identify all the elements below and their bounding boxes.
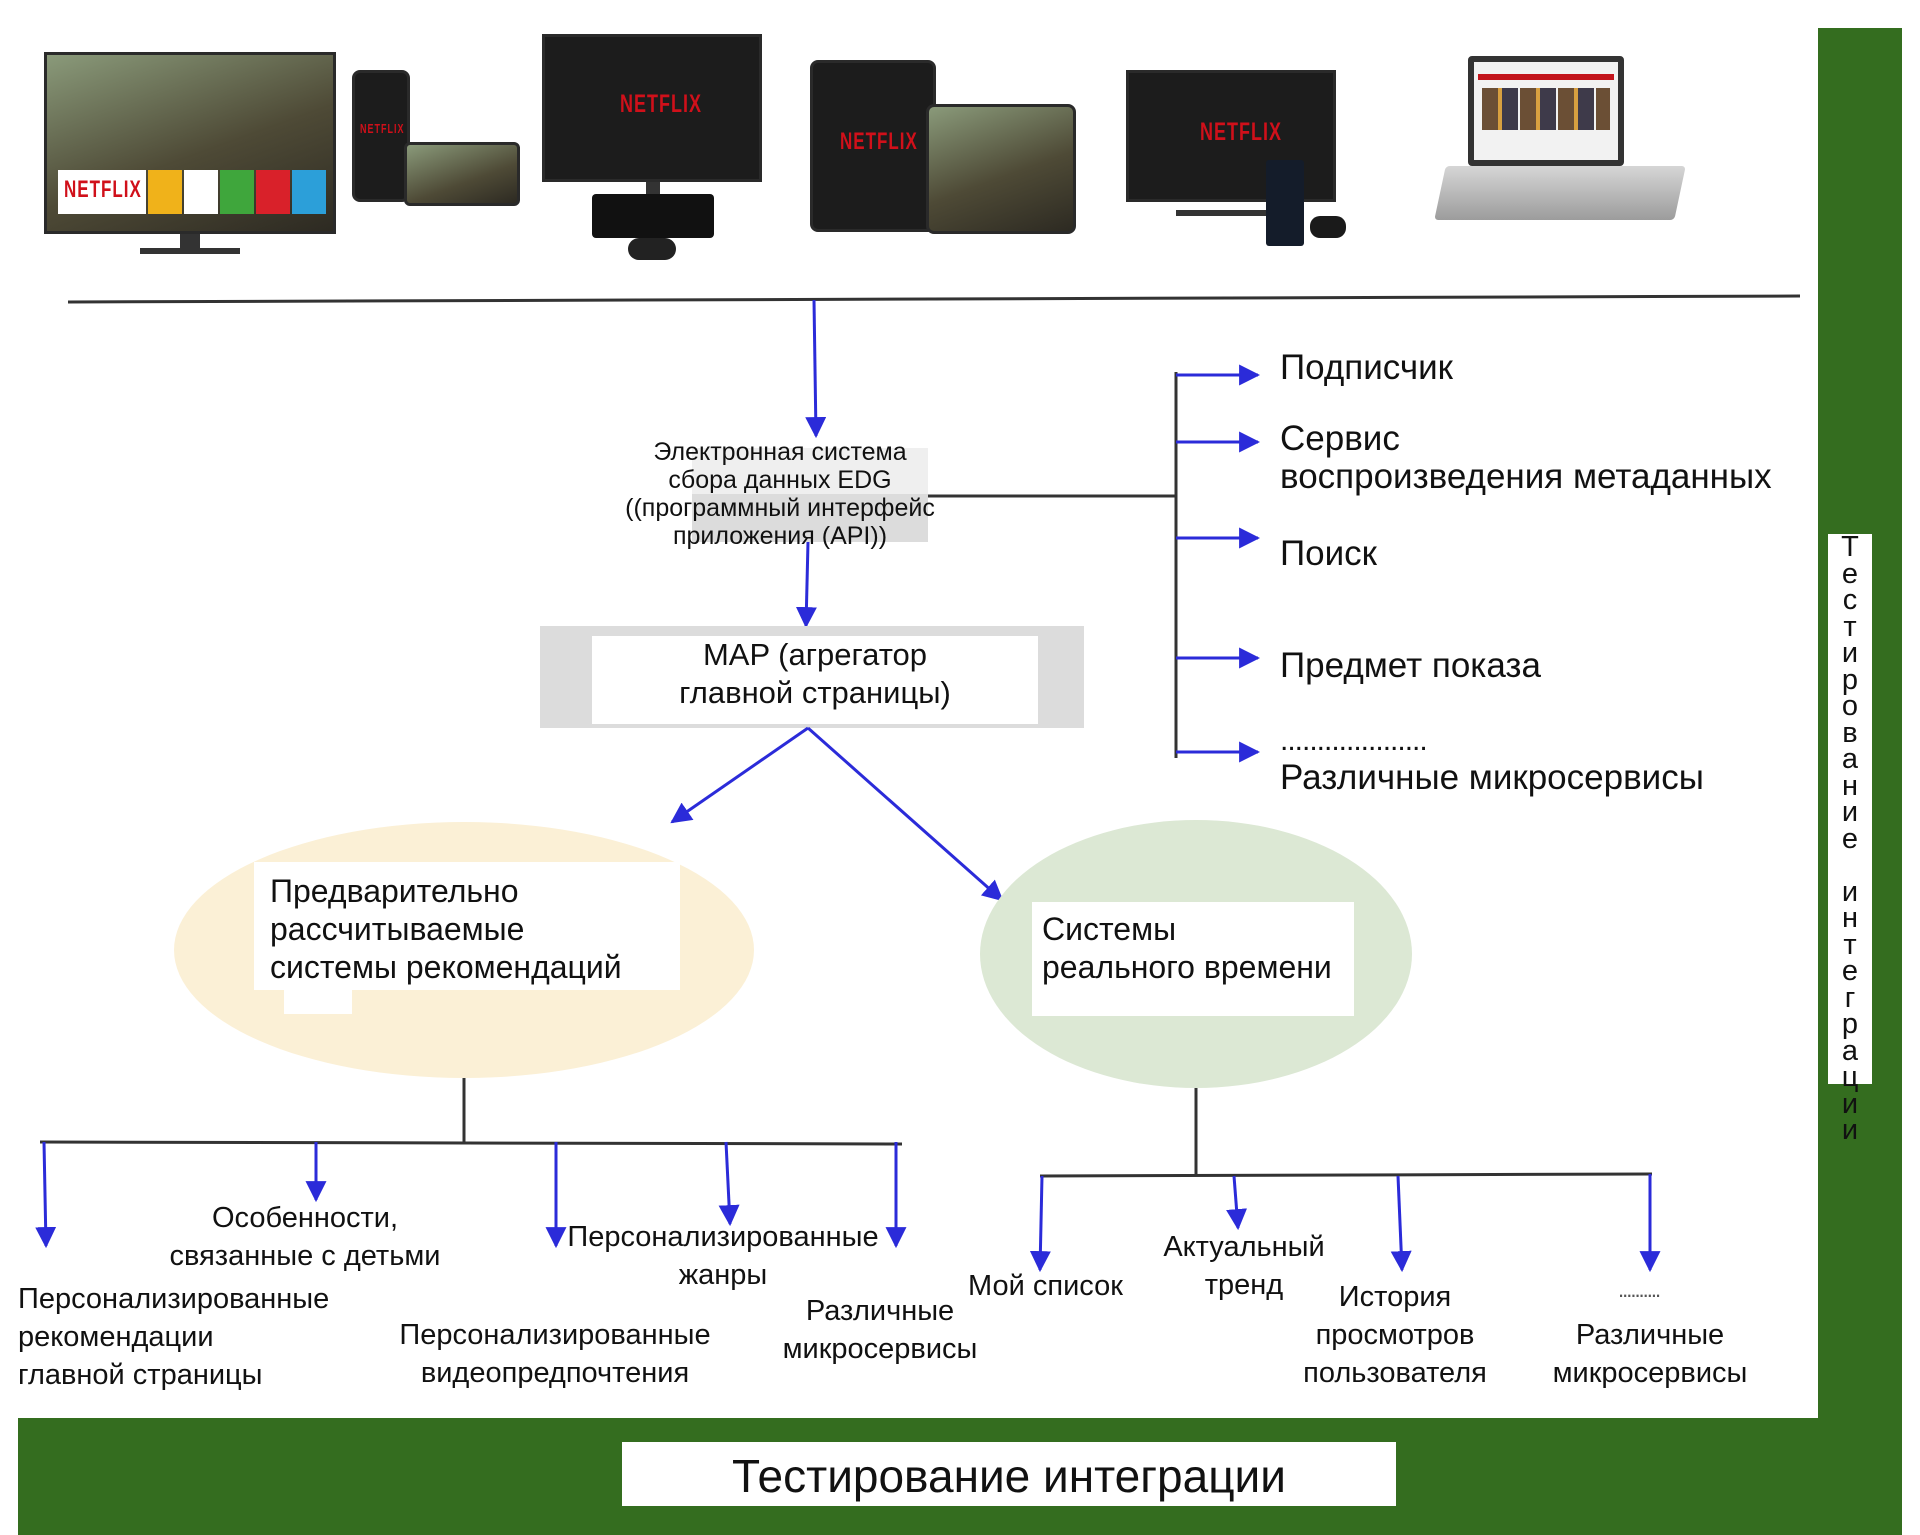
leaf-left-misc: Различные микросервисы (770, 1292, 990, 1368)
leaf-my-list: Мой список (968, 1270, 1123, 1302)
device-bus-line (67, 294, 1801, 304)
edge-label-line: ((программный интерфейс (625, 494, 935, 522)
vertical-label-char: е (1841, 822, 1859, 855)
vertical-label-char: а (1841, 743, 1859, 775)
map-label-line: главной страницы) (679, 675, 951, 710)
service-dots: .................... (1280, 724, 1428, 757)
service-playback-metadata: Сервис воспроизведения метаданных (1280, 420, 1772, 496)
vertical-label-char: и (1841, 637, 1859, 669)
leaf-home-recommendations: Персонализированные рекомендации главной… (18, 1280, 329, 1394)
vertical-label-char: а (1841, 1034, 1859, 1067)
vertical-label-char: и (1841, 1114, 1859, 1146)
left-bus (39, 1140, 903, 1146)
vertical-label-char: Т (1841, 531, 1859, 563)
right-bus (1039, 1172, 1653, 1178)
leaf-label-line: главной страницы (18, 1359, 263, 1391)
leaf-label-line: Персонализированные (18, 1283, 330, 1315)
realtime-label-line: Системы (1042, 911, 1177, 947)
service-various: Различные микросервисы (1280, 758, 1704, 797)
leaf-label-line: микросервисы (782, 1333, 978, 1365)
netflix-logo: NETFLIX (1200, 117, 1282, 146)
vertical-label-char: и (1841, 1087, 1859, 1120)
service-subscriber: Подписчик (1280, 348, 1453, 387)
vertical-label-char: р (1841, 663, 1859, 696)
map-label-line: MAP (агрегатор (702, 637, 928, 672)
service-search: Поиск (1280, 534, 1377, 573)
netflix-logo: NETFLIX (360, 122, 405, 136)
leaf-label-line: микросервисы (1552, 1357, 1748, 1389)
vertical-label-char: н (1841, 902, 1858, 934)
leaf-label-line: Персонализированные (399, 1319, 711, 1351)
map-to-realtime-arrow (807, 726, 1004, 902)
vertical-label-char: т (1843, 928, 1857, 961)
leaf-label-line: Особенности, (211, 1202, 399, 1234)
netflix-logo: NETFLIX (840, 128, 918, 155)
leaf-video-preferences: Персонализированные видеопредпочтения (392, 1316, 718, 1392)
map-to-precomputed-arrow (670, 726, 809, 824)
edge-label-line: приложения (API)) (672, 522, 888, 550)
smartphones-device: NETFLIX (352, 70, 522, 212)
vertical-label-char: е (1841, 955, 1859, 987)
laptop-device (1420, 50, 1720, 240)
vertical-label-char: т (1843, 610, 1857, 643)
leaf-watch-history: История просмотров пользователя (1300, 1278, 1490, 1392)
leaf-right-dots: .......... (1618, 1277, 1661, 1302)
leaf-label-line: Актуальный (1163, 1231, 1325, 1263)
leaf-label-line: Персонализированные (567, 1221, 879, 1253)
edge-label-line: сбора данных EDG (668, 466, 892, 494)
leaf-trend: Актуальный тренд (1154, 1228, 1334, 1304)
leaf-kids-features: Особенности, связанные с детьми (160, 1199, 450, 1275)
vertical-label-char: о (1841, 690, 1859, 722)
playstation-tv-device: NETFLIX (1126, 70, 1358, 250)
precomputed-label: Предварительно рассчитываемые системы ре… (270, 872, 622, 986)
vertical-label-char: ц (1841, 1061, 1859, 1093)
leaf-label-line: Различные (1575, 1319, 1725, 1351)
realtime-label-line: реального времени (1042, 949, 1332, 985)
leaf-personalized-genres: Персонализированные жанры (560, 1218, 886, 1294)
leaf-label-line: тренд (1204, 1269, 1284, 1301)
leaf-label-line: связанные с детьми (169, 1240, 441, 1272)
console-tv-device: NETFLIX (542, 34, 764, 264)
leaf-label-line: жанры (678, 1259, 768, 1291)
service-label-line: Сервис (1280, 419, 1400, 458)
precomputed-label-line: рассчитываемые (270, 911, 525, 947)
tablets-device: NETFLIX (810, 60, 1080, 236)
map-label: MAP (агрегатор главной страницы) (592, 636, 1038, 712)
leaf-label-line: История (1338, 1281, 1452, 1313)
precomputed-label-line: Предварительно (270, 873, 519, 909)
netflix-logo: NETFLIX (620, 89, 702, 118)
precomputed-label-line: системы рекомендаций (270, 949, 622, 985)
vertical-label-char: с (1842, 584, 1858, 616)
bus-to-edge-arrow (805, 299, 827, 439)
leaf-right-misc: Различные микросервисы (1540, 1316, 1760, 1392)
service-label-line: воспроизведения метаданных (1280, 457, 1772, 496)
netflix-logo: NETFLIX (64, 176, 142, 203)
leaf-label-line: видеопредпочтения (420, 1357, 690, 1389)
vertical-label-char: н (1841, 769, 1858, 802)
vertical-label-char: р (1841, 1008, 1859, 1040)
leaf-label-line: рекомендации (18, 1321, 214, 1353)
realtime-label: Системы реального времени (1042, 910, 1332, 986)
vertical-label-char: е (1841, 557, 1859, 590)
edge-label: Электронная система сбора данных EDG ((п… (600, 438, 960, 550)
vertical-label-char: и (1841, 875, 1859, 908)
service-show-item: Предмет показа (1280, 646, 1541, 685)
leaf-label-line: Различные (805, 1295, 955, 1327)
vertical-label-char: в (1842, 716, 1858, 749)
integration-bottom-label: Тестирование интеграции (732, 1450, 1286, 1502)
smart-tv-device: NETFLIX (44, 52, 336, 258)
leaf-label-line: просмотров (1315, 1319, 1475, 1351)
edge-label-line: Электронная система (653, 438, 907, 466)
edge-to-map-arrow (795, 541, 817, 629)
vertical-label-char: г (1844, 981, 1856, 1014)
leaf-label-line: пользователя (1303, 1357, 1487, 1389)
vertical-label-char: и (1841, 796, 1859, 828)
integration-bottom-label-box (622, 1442, 1396, 1506)
